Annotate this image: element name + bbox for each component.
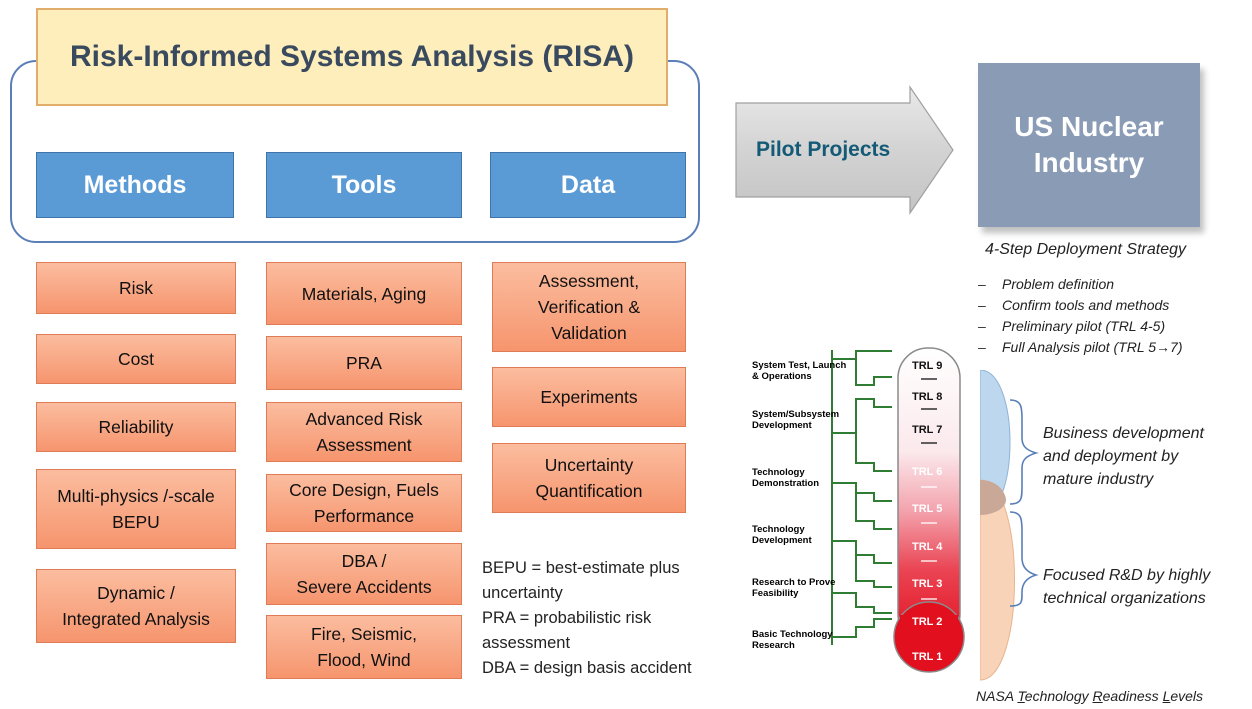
phase-overlap (980, 480, 1006, 515)
strategy-steps: –Problem definition –Confirm tools and m… (978, 274, 1183, 358)
data-item-uq: Uncertainty Quantification (492, 443, 686, 513)
trl-level-labels: TRL 9 TRL 8 TRL 7 TRL 6 TRL 5 TRL 4 TRL … (912, 360, 943, 663)
trl-level-9: TRL 9 (912, 360, 942, 372)
strategy-step: –Full Analysis pilot (TRL 5→7) (978, 339, 1183, 355)
tools-item-advanced-risk: Advanced Risk Assessment (266, 402, 462, 462)
trl-bracket-6 (832, 482, 892, 502)
tools-item-fire-seismic: Fire, Seismic, Flood, Wind (266, 615, 462, 679)
trl-level-6: TRL 6 (912, 466, 942, 478)
trl-bracket-5a (855, 483, 892, 530)
trl-brackets (831, 350, 892, 645)
trl-bracket-8 (832, 398, 892, 434)
trl-level-8: TRL 8 (912, 391, 942, 403)
phase-braces (1009, 399, 1039, 607)
trl-thermometer: System Test, Launch& Operations System/S… (752, 347, 965, 673)
lower-brace (1009, 511, 1039, 607)
trl-bracket-4 (855, 541, 892, 588)
nasa-trl-caption: NASA Technology Readiness Levels (976, 688, 1204, 704)
trl-bracket-3 (832, 592, 892, 614)
data-header: Data (490, 152, 686, 218)
trl-level-2: TRL 2 (912, 616, 942, 628)
trl-level-7: TRL 7 (912, 424, 942, 436)
pilot-projects-arrow (735, 85, 954, 215)
thermometer-neck (900, 615, 958, 625)
business-phase-text: Business development and deployment by m… (1043, 425, 1204, 488)
tools-item-dba: DBA / Severe Accidents (266, 543, 462, 605)
us-nuclear-industry-box: US Nuclear Industry (978, 63, 1200, 227)
phase-shading (980, 370, 1015, 681)
risa-title: Risk-Informed Systems Analysis (RISA) (36, 8, 668, 106)
methods-item-cost: Cost (36, 334, 236, 384)
trl-bracket-9 (832, 350, 892, 360)
strategy-step: –Problem definition (978, 276, 1115, 292)
trl-level-1: TRL 1 (912, 651, 942, 663)
trl-level-3: TRL 3 (912, 578, 942, 590)
tools-item-materials: Materials, Aging (266, 262, 462, 325)
upper-brace (1009, 399, 1039, 505)
methods-item-risk: Risk (36, 262, 236, 314)
data-item-assessment: Assessment, Verification & Validation (492, 262, 686, 352)
methods-item-reliability: Reliability (36, 402, 236, 452)
tools-item-core-design: Core Design, Fuels Performance (266, 474, 462, 532)
methods-item-multiphysics: Multi-physics /-scale BEPU (36, 469, 236, 549)
strategy-step: –Confirm tools and methods (978, 297, 1170, 313)
trl-level-4: TRL 4 (912, 541, 943, 553)
abbreviation-legend: BEPU = best-estimate plus uncertainty PR… (482, 559, 692, 677)
pilot-projects-label: Pilot Projects (756, 138, 891, 161)
trl-bracket-2 (832, 618, 892, 638)
tools-header: Tools (266, 152, 462, 218)
methods-header: Methods (36, 152, 234, 218)
trl-stage-label: System Test, Launch& Operations (752, 360, 847, 382)
methods-item-dynamic: Dynamic / Integrated Analysis (36, 569, 236, 643)
trl-bracket-9b (855, 359, 892, 386)
strategy-title: 4-Step Deployment Strategy (985, 241, 1186, 258)
trl-bracket-5 (832, 540, 892, 564)
trl-bracket-7 (855, 433, 892, 472)
tools-item-pra: PRA (266, 336, 462, 390)
strategy-step: –Preliminary pilot (TRL 4-5) (978, 318, 1166, 334)
rnd-phase-text: Focused R&D by highly technical organiza… (1043, 567, 1211, 607)
data-item-experiments: Experiments (492, 367, 686, 427)
trl-level-5: TRL 5 (912, 503, 942, 515)
